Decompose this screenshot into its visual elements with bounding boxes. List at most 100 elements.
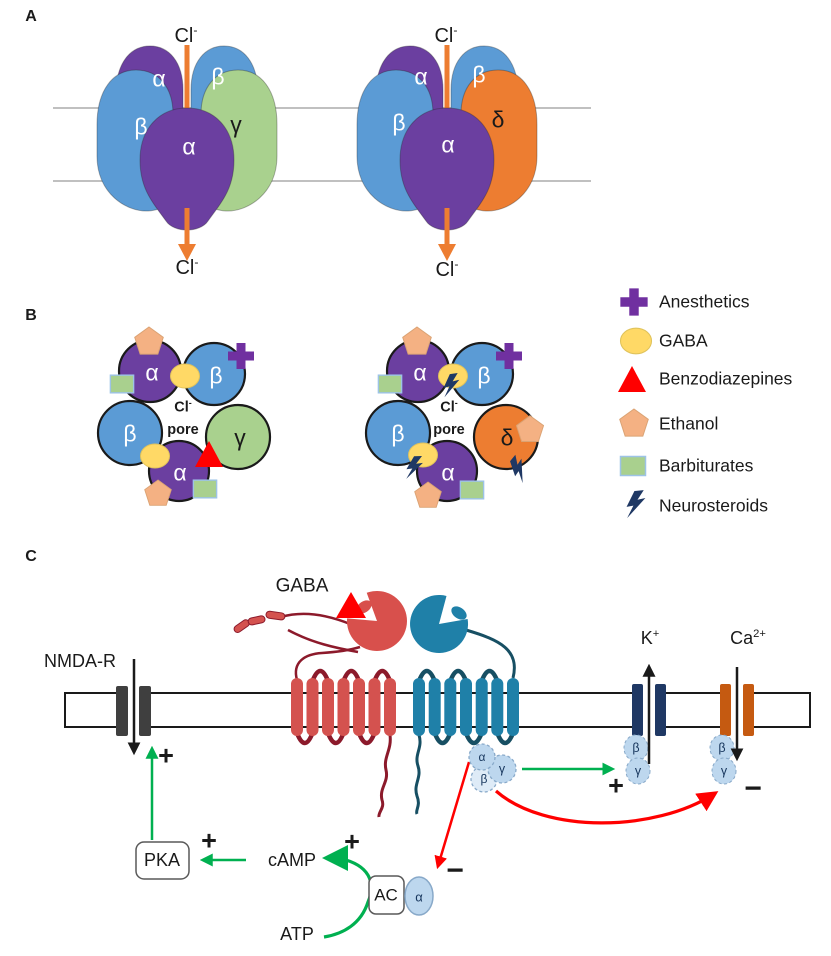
k-channel-bar <box>655 684 666 736</box>
nmda-channel-bar <box>116 686 128 736</box>
gaba-site-icon <box>140 443 170 469</box>
g-protein-trimer <box>468 743 517 793</box>
legend-label-ethanol: Ethanol <box>659 413 719 434</box>
cl-sup: - <box>188 397 192 408</box>
cl-ion-label: Cl- <box>434 24 457 46</box>
ca-sup: 2+ <box>753 628 766 640</box>
nmda-receptor-label: NMDA-R <box>44 651 116 671</box>
legend-label-gaba: GABA <box>659 330 708 351</box>
subunit-label-alpha: α <box>152 65 166 92</box>
plus-sign-nmda: + <box>158 740 174 771</box>
legend-label-neurosteroids: Neurosteroids <box>659 495 768 516</box>
subunit-gamma-circle <box>204 403 272 471</box>
gabab1-nterm-curve <box>294 645 361 681</box>
cl-base: Cl <box>435 258 455 281</box>
subunit-label-beta: β <box>472 61 486 88</box>
panel-c-label: C <box>25 548 37 565</box>
ca-beta-label: β <box>718 740 726 755</box>
cl-sup: - <box>453 23 458 38</box>
plus-sign-camp: + <box>344 826 360 857</box>
subunit-label-beta: β <box>477 362 491 389</box>
k-beta-label: β <box>632 740 640 755</box>
subunit-label-alpha: α <box>182 133 196 160</box>
cl-base: Cl <box>434 24 454 47</box>
atp-to-camp-curve <box>323 858 373 939</box>
ethanol-site-icon <box>134 326 164 355</box>
minus-sign-ca: − <box>744 772 762 805</box>
camp-label: cAMP <box>267 850 317 870</box>
subunit-label-alpha: α <box>414 63 428 90</box>
gabab1-receptor <box>233 590 407 818</box>
subunit-label-gamma: γ <box>234 424 246 451</box>
ca-base: Ca <box>730 628 754 648</box>
cl-sup: - <box>454 397 458 408</box>
nmda-channel-bar <box>139 686 151 736</box>
subunit-label-beta: β <box>123 420 137 447</box>
panel-a-label: A <box>25 8 37 25</box>
gabab2-receptor <box>410 595 519 815</box>
neurosteroids-lightning-icon <box>624 487 647 521</box>
inhibit-ac-arrow <box>434 761 471 870</box>
ca-beta-subunit <box>709 734 735 762</box>
benzodiazepines-triangle-icon <box>618 366 646 392</box>
gabab1-venus-flytrap <box>346 590 407 651</box>
gabab1-helices <box>291 678 396 736</box>
g-alpha-circle <box>468 743 496 771</box>
ac-box <box>368 875 405 915</box>
cl-efflux-arrowhead <box>438 244 456 261</box>
pore-word-label: pore <box>433 421 465 438</box>
gabab1-loops <box>294 668 393 746</box>
camp-production-arrowhead <box>322 845 348 871</box>
subunit-label-beta: β <box>391 420 405 447</box>
barbiturates-square-icon <box>619 455 647 477</box>
cl-base: Cl <box>440 399 455 416</box>
ca-gamma-label: γ <box>720 763 728 778</box>
subunit-label-beta: β <box>211 63 225 90</box>
atp-label: ATP <box>280 924 314 944</box>
minus-sign-ac: − <box>446 854 464 887</box>
cl-sup: - <box>193 23 198 38</box>
panel-a-side-view <box>53 45 591 261</box>
gaba-circle-icon <box>619 327 653 355</box>
pore-ion-label: Cl- <box>174 397 192 416</box>
gabab1-arm-strand <box>287 628 359 654</box>
cl-ion-label: Cl- <box>174 24 197 46</box>
legend-label-benzodiazepines: Benzodiazepines <box>659 368 793 389</box>
barbiturate-site-icon <box>109 374 135 394</box>
panel-b-top-view <box>96 288 653 521</box>
plus-sign-k: + <box>608 770 624 801</box>
gabab2-loops <box>416 668 516 746</box>
gabab1-ctail <box>377 734 392 818</box>
panel-c-signaling <box>64 590 811 939</box>
gaba-site-icon <box>170 363 200 389</box>
k-gamma-label: γ <box>634 763 642 778</box>
ac-label: AC <box>374 885 398 905</box>
g-gamma-label: γ <box>498 761 506 776</box>
gabab2-helices <box>413 678 519 736</box>
inhibit-ca-channel-arrow <box>494 789 719 825</box>
gabaa-receptor-gamma <box>96 45 278 261</box>
cl-base: Cl <box>175 256 195 279</box>
sushi-domain <box>247 615 266 626</box>
cl-sup: - <box>194 255 199 270</box>
cl-efflux-arrowhead <box>178 244 196 261</box>
ca-gamma-subunit <box>711 757 737 785</box>
ca-channel-bar <box>743 684 754 736</box>
subunit-label-alpha: α <box>441 459 455 486</box>
subunit-label-alpha: α <box>145 359 159 386</box>
legend-label-anesthetics: Anesthetics <box>659 291 750 312</box>
pore-word-label: pore <box>167 421 199 438</box>
subunit-label-gamma: γ <box>230 111 242 138</box>
pka-label: PKA <box>143 850 181 870</box>
subunit-label-beta: β <box>134 113 148 140</box>
cl-sup: - <box>454 257 459 272</box>
cl-base: Cl <box>174 24 194 47</box>
subunit-label-delta: δ <box>491 106 505 133</box>
cl-base: Cl <box>174 399 189 416</box>
g-alpha-label: α <box>478 750 486 764</box>
gaba-ligand-triangle <box>336 592 366 618</box>
g-alpha-at-ac <box>404 876 434 916</box>
sushi-domain <box>265 610 286 621</box>
